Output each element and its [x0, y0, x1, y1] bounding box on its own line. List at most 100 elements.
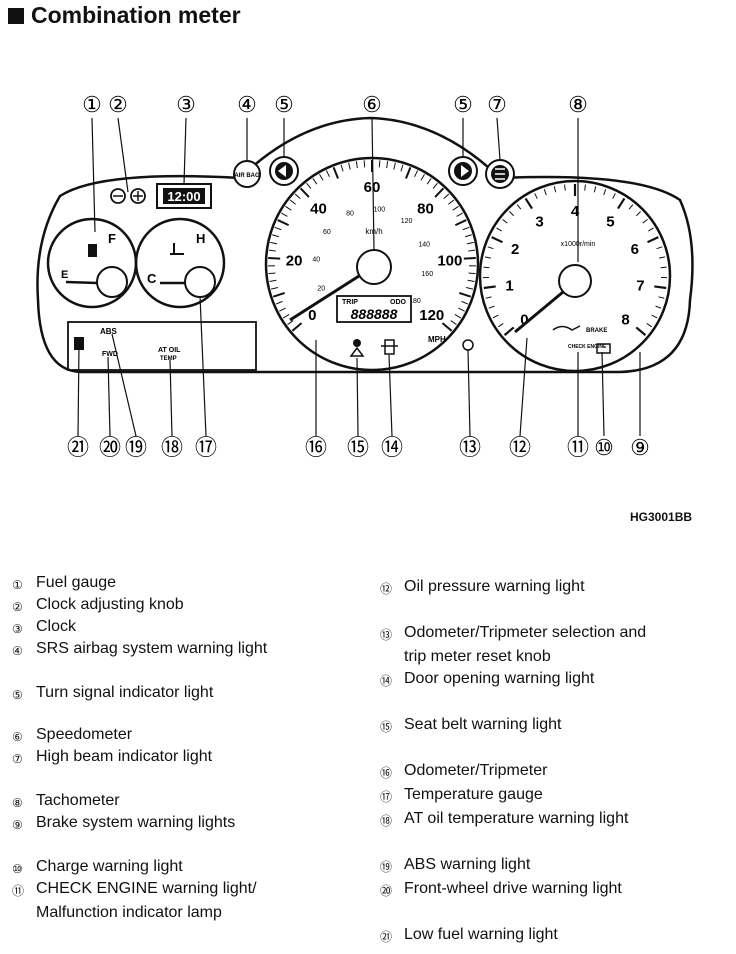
callout-bottom: ⑮: [347, 435, 369, 460]
low-fuel-icon: [74, 337, 84, 350]
legend-item: ⑨ Brake system warning lights: [12, 812, 235, 836]
legend-number: ②: [12, 600, 23, 614]
legend-number: ⑯: [380, 766, 393, 780]
legend-text: Oil pressure warning light: [404, 578, 585, 595]
fuel-full-label: F: [108, 231, 116, 246]
charge-warning-icon: [596, 343, 611, 354]
speedo-kmh-label: 20: [317, 286, 325, 293]
legend-number: ⑪: [12, 884, 25, 898]
legend-number: ⑲: [380, 860, 393, 874]
legend-number: ⑭: [380, 674, 393, 688]
legend-number: ⑮: [380, 720, 393, 734]
legend-item: ㉑ Low fuel warning light: [380, 924, 558, 948]
tach-label: 3: [535, 213, 543, 230]
callout-top: ③: [176, 92, 196, 117]
odometer-reset-knob[interactable]: [462, 339, 474, 351]
speedo-kmh-label: 60: [323, 229, 331, 236]
legend-number: ⑱: [380, 814, 393, 828]
callout-top: ①: [82, 92, 102, 117]
high-beam-icon: [485, 159, 515, 189]
legend-number: ⑨: [12, 818, 23, 832]
temperature-gauge: H C: [134, 217, 226, 309]
tach-label: 1: [505, 278, 513, 295]
speedo-mph-unit: MPH: [428, 335, 446, 344]
legend-text-cont: trip meter reset knob: [404, 648, 551, 665]
speedo-kmh-label: 140: [418, 242, 430, 249]
tach-check-engine-label: CHECK ENGINE: [568, 344, 607, 350]
legend-item: ⑬ Odometer/Tripmeter selection and trip me…: [380, 622, 646, 668]
legend-number: ⑩: [12, 862, 23, 876]
speedo-mph-label: 100: [437, 252, 462, 269]
callout-bottom: ⑭: [381, 435, 403, 460]
legend-text: Low fuel warning light: [404, 926, 558, 943]
panel-atoil-label: AT OIL: [158, 347, 181, 354]
callout-top: ⑦: [487, 92, 507, 117]
legend-number: ⑬: [380, 628, 393, 642]
legend-item: ⑫ Oil pressure warning light: [380, 576, 585, 600]
callout-bottom: ㉑: [67, 435, 89, 460]
callout-bottom: ⑱: [161, 435, 183, 460]
turn-signal-right-icon: [448, 156, 478, 186]
seat-belt-icon: [349, 339, 365, 357]
legend-number: ㉑: [380, 930, 393, 944]
panel-temp-label: TEMP: [160, 356, 177, 362]
legend-text: Seat belt warning light: [404, 716, 562, 733]
callout-top: ②: [108, 92, 128, 117]
tach-brake-label: BRAKE: [586, 328, 607, 334]
speedo-mph-label: 20: [286, 252, 303, 269]
speedo-mph-label: 0: [308, 307, 316, 324]
callout-top: ⑤: [274, 92, 294, 117]
speedo-mph-label: 80: [417, 200, 434, 217]
temp-cold-label: C: [147, 271, 157, 286]
clock-time: 12:00: [167, 189, 200, 204]
legend-item: ⑦ High beam indicator light: [12, 746, 212, 770]
legend-text: High beam indicator light: [36, 748, 213, 765]
speedo-kmh-label: 100: [373, 206, 385, 213]
callout-bottom: ⑬: [459, 435, 481, 460]
tach-label: 6: [631, 241, 639, 258]
turn-signal-left-icon: [269, 156, 299, 186]
speedo-mph-label: 60: [364, 179, 381, 196]
speedo-mph-label: 40: [310, 200, 327, 217]
tach-label: 8: [621, 311, 629, 328]
combination-meter-diagram: F E H C 12:00 AIR BAG: [36, 92, 694, 460]
legend-text: Odometer/Tripmeter selection and: [404, 624, 647, 641]
callout-bottom: ⑩: [594, 435, 614, 460]
callout-top: ⑤: [453, 92, 473, 117]
callout-top: ④: [237, 92, 257, 117]
legend-number: ⑦: [12, 752, 23, 766]
legend-text: Brake system warning lights: [36, 814, 236, 831]
legend-text: Clock: [36, 618, 77, 635]
airbag-warning-light: AIR BAG: [233, 160, 261, 188]
door-open-icon: [381, 339, 398, 355]
fuel-gauge: F E: [46, 217, 138, 309]
legend-number: ①: [12, 578, 23, 592]
legend-number: ⑰: [380, 790, 393, 804]
callout-bottom: ⑫: [509, 435, 531, 460]
legend-text: Fuel gauge: [36, 574, 117, 591]
callout-bottom: ⑰: [195, 435, 217, 460]
legend-text: AT oil temperature warning light: [404, 810, 629, 827]
fuel-empty-label: E: [61, 269, 68, 281]
panel-abs-label: ABS: [100, 327, 118, 336]
legend-text: ABS warning light: [404, 856, 531, 873]
title-square-icon: [8, 7, 24, 24]
clock-adjust-knob[interactable]: [110, 188, 146, 204]
callout-top: ⑥: [362, 92, 382, 117]
odometer-lcd: TRIP ODO 888888: [336, 295, 412, 323]
legend-number: ⑫: [380, 582, 393, 596]
legend-item: ⑲ ABS warning light: [380, 854, 530, 878]
speedo-kmh-label: 40: [312, 257, 320, 264]
